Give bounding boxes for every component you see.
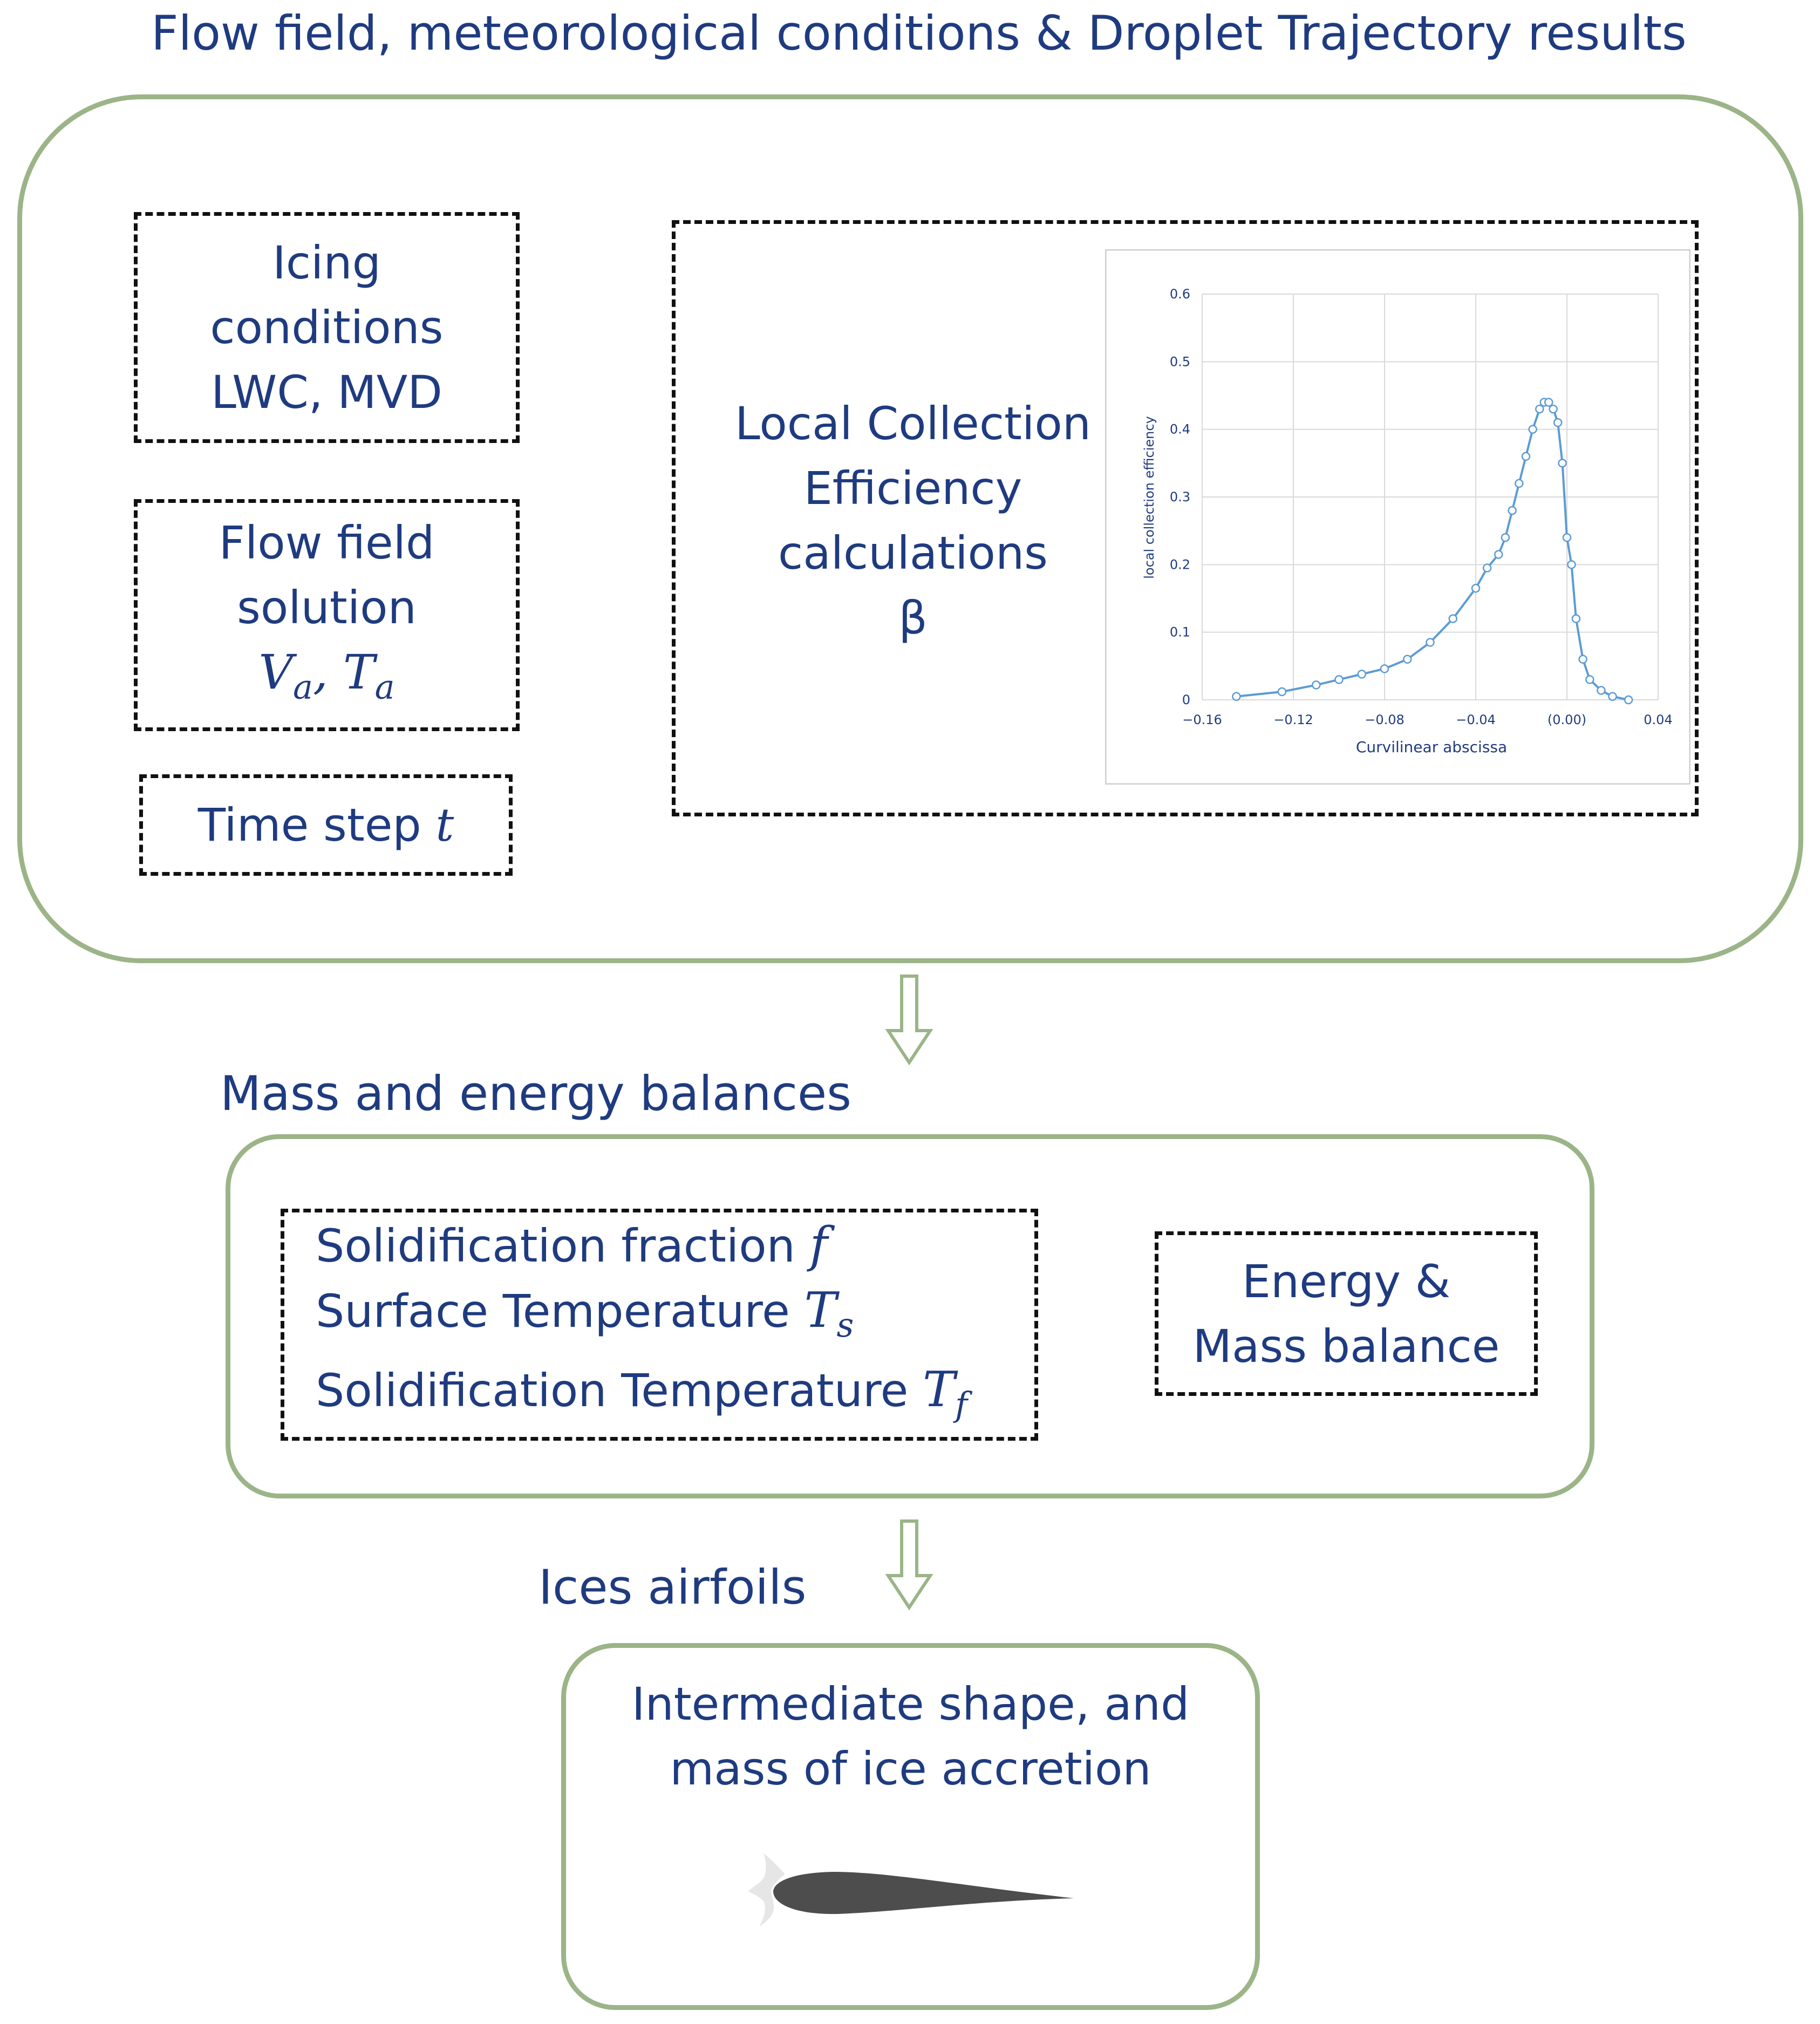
data-point (1403, 655, 1412, 664)
data-point (1357, 670, 1366, 679)
surface-temperature-symbol: T (804, 1282, 837, 1339)
y-axis-label: local collection efficiency (1142, 416, 1157, 579)
solidification-temperature-symbol: T (923, 1361, 956, 1418)
time-step-label: Time step (197, 799, 436, 851)
collection-efficiency-chart: −0.16 −0.12 −0.08 −0.04 (0.00) 0.04 0 0.1 0.2 0.3… (1105, 249, 1691, 785)
data-point (1380, 664, 1389, 673)
solidification-fraction-label: Solidification fraction (316, 1219, 810, 1272)
velocity-symbol: V (258, 644, 293, 700)
data-point (1624, 695, 1633, 705)
data-point (1501, 533, 1510, 542)
x-tick-label: −0.04 (1456, 712, 1496, 727)
data-point (1312, 680, 1321, 690)
lce-text: Local Collection Efficiency calculations… (735, 391, 1091, 650)
flow-line-1: Flow field (219, 516, 435, 570)
y-tick-label: 0.1 (1170, 625, 1190, 640)
time-step-line: Time step t (198, 793, 454, 857)
flow-line-2: solution (237, 581, 417, 635)
lce-line-3: calculations (778, 527, 1048, 580)
temperature-subscript: a (374, 667, 395, 707)
lce-line-4: β (898, 591, 928, 644)
x-tick-label: −0.08 (1365, 712, 1405, 727)
chart-frame (1105, 249, 1691, 785)
solidification-temperature-label: Solidification Temperature (316, 1364, 923, 1417)
bottom-rounded-box (561, 1643, 1260, 2010)
energy-line-2: Mass balance (1192, 1319, 1500, 1373)
solidification-box: Solidification fraction f Surface Temper… (281, 1209, 1038, 1441)
data-point (1482, 563, 1492, 573)
y-tick-label: 0.5 (1170, 354, 1190, 369)
data-point (1508, 506, 1517, 515)
temperature-symbol: T (343, 644, 375, 700)
y-tick-label: 0.6 (1170, 287, 1190, 302)
data-point (1608, 692, 1617, 701)
lce-line-1: Local Collection (735, 397, 1091, 450)
data-point (1528, 425, 1537, 434)
solidification-temperature-row: Solidification Temperature Tf (316, 1358, 967, 1437)
flow-field-box: Flow field solution Va, Ta (134, 499, 520, 731)
data-point (1535, 404, 1544, 414)
data-point (1232, 692, 1241, 701)
collection-efficiency-box: Local Collection Efficiency calculations… (672, 220, 1699, 816)
down-arrow-2 (885, 1519, 933, 1611)
energy-mass-box: Energy & Mass balance (1155, 1231, 1538, 1396)
x-tick-label: −0.12 (1273, 712, 1313, 727)
section-title-top: Flow field, meteorological conditions & … (151, 5, 1687, 61)
data-point (1578, 655, 1587, 664)
surface-temperature-row: Surface Temperature Ts (316, 1278, 854, 1358)
x-tick-label: 0.04 (1644, 712, 1672, 727)
data-point (1494, 550, 1503, 559)
lce-line-2: Efficiency (803, 462, 1023, 515)
data-point (1471, 583, 1481, 593)
data-point (1553, 418, 1563, 427)
data-point (1597, 686, 1606, 695)
section-title-bottom: Ices airfoils (538, 1559, 807, 1615)
data-point (1521, 452, 1531, 461)
flow-variables: Va, Ta (258, 640, 394, 720)
data-point (1448, 614, 1457, 623)
x-tick-label: (0.00) (1548, 712, 1586, 727)
x-tick-label: −0.16 (1182, 712, 1222, 727)
section-title-mid: Mass and energy balances (220, 1066, 851, 1121)
icing-conditions-box: Icing conditions LWC, MVD (134, 212, 520, 443)
ice-text-line-2: mass of ice accretion (670, 1742, 1151, 1795)
ice-accretion-text: Intermediate shape, and mass of ice accr… (561, 1672, 1260, 1801)
data-point (1515, 479, 1524, 488)
airfoil-shape (773, 1872, 1074, 1914)
icing-line-1: Icing (272, 236, 381, 289)
solidification-fraction-row: Solidification fraction f (316, 1213, 828, 1278)
icing-line-3: LWC, MVD (211, 366, 442, 419)
data-point (1334, 675, 1344, 684)
data-point (1558, 459, 1567, 468)
data-point (1426, 638, 1435, 647)
time-step-box: Time step t (139, 774, 513, 876)
data-point (1567, 560, 1576, 569)
y-tick-label: 0.4 (1170, 422, 1190, 437)
y-tick-label: 0 (1182, 692, 1190, 707)
ice-text-line-1: Intermediate shape, and (631, 1678, 1190, 1730)
velocity-subscript: a (292, 667, 313, 707)
icing-line-2: conditions (210, 301, 444, 354)
ice-shape (748, 1853, 785, 1927)
flow-separator: , (312, 644, 328, 700)
x-axis-label: Curvilinear abscissa (1356, 738, 1507, 756)
data-point (1544, 398, 1553, 407)
data-point (1549, 404, 1558, 414)
surface-temperature-subscript: s (836, 1305, 854, 1345)
y-tick-label: 0.3 (1170, 489, 1190, 505)
data-point (1571, 614, 1581, 623)
y-tick-label: 0.2 (1170, 557, 1190, 572)
surface-temperature-label: Surface Temperature (316, 1284, 805, 1338)
solidification-temperature-subscript: f (955, 1384, 968, 1424)
energy-line-1: Energy & (1242, 1255, 1451, 1308)
data-point (1277, 687, 1287, 697)
time-step-symbol: t (435, 799, 454, 851)
data-point (1585, 675, 1594, 684)
data-point (1562, 533, 1572, 542)
solidification-fraction-symbol: f (809, 1216, 828, 1273)
down-arrow-1 (885, 974, 933, 1066)
iced-airfoil-icon (748, 1853, 1074, 1927)
